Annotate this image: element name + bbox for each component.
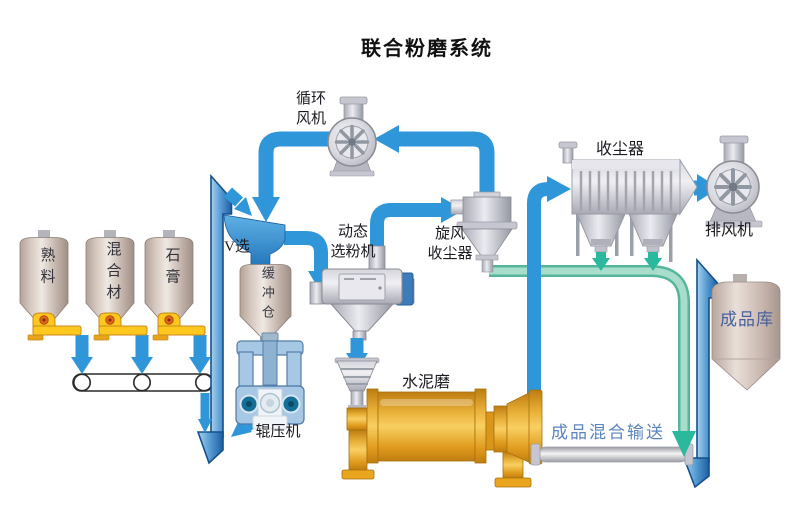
pipe-fan-to-v-separator	[252, 131, 348, 222]
feeder-3-graphic	[152, 312, 206, 341]
cyclone-collector-graphic	[450, 191, 518, 273]
silo-clinker-graphic	[19, 230, 69, 323]
roller-press-graphic	[235, 332, 305, 430]
product-conveyor-label: 成品混合输送	[551, 423, 665, 442]
exhaust-fan-graphic	[705, 135, 763, 228]
pipe-cyclone-to-circulation-fan	[374, 125, 495, 198]
product-silo-label: 成品库	[720, 310, 774, 329]
feeder-1-graphic	[27, 312, 82, 341]
dust-collector-label: 收尘器	[595, 141, 644, 158]
cement-mill-label: 水泥磨	[401, 374, 450, 391]
arrow-hopper-2	[644, 252, 662, 271]
mill-feed-funnel-graphic	[334, 357, 380, 410]
exhaust-fan-label: 排风机	[704, 222, 753, 239]
dust-collector-graphic	[558, 141, 698, 262]
product-conveyor-graphic	[530, 443, 694, 466]
arrow-belt-to-elevator	[198, 393, 212, 433]
silo-mix-label: 混合材	[104, 241, 121, 305]
pipe-fines-to-product-conveyor	[489, 265, 690, 433]
silo-mix-graphic	[85, 230, 135, 323]
arrow-feeder-1	[71, 335, 93, 374]
dynamic-classifier-label: 动态 选粉机	[330, 224, 376, 260]
circulation-fan-label: 循环 风机	[295, 91, 326, 127]
silo-gypsum-graphic	[144, 230, 194, 323]
arrow-feeder-2	[131, 335, 153, 374]
arrow-feeder-3	[189, 335, 211, 374]
arrow-elevator-to-v-separator	[223, 187, 252, 216]
arrow-hopper-1	[592, 252, 610, 271]
dynamic-classifier-graphic	[309, 245, 415, 341]
bucket-elevator-left-graphic	[196, 173, 233, 465]
silo-gypsum-label: 石膏	[163, 247, 180, 290]
v-separator-label: V选	[224, 239, 250, 255]
product-silo-graphic	[711, 274, 781, 391]
circulation-fan-graphic	[327, 96, 377, 177]
feeder-2-graphic	[93, 312, 148, 341]
silo-clinker-label: 熟料	[38, 247, 55, 290]
diagram-title: 联合粉磨系统	[361, 38, 493, 60]
buffer-bin-label: 缓冲仓	[259, 266, 275, 325]
arrow-teal-to-conveyor	[672, 431, 696, 457]
pipe-mill-vent-to-dust-collector	[527, 176, 571, 443]
cyclone-collector-label: 旋风 收尘器	[427, 226, 473, 262]
belt-conveyor-graphic	[72, 373, 214, 392]
roller-press-label: 辊压机	[255, 424, 301, 440]
cement-mill-graphic	[341, 388, 543, 488]
bucket-elevator-right-graphic	[682, 257, 719, 489]
